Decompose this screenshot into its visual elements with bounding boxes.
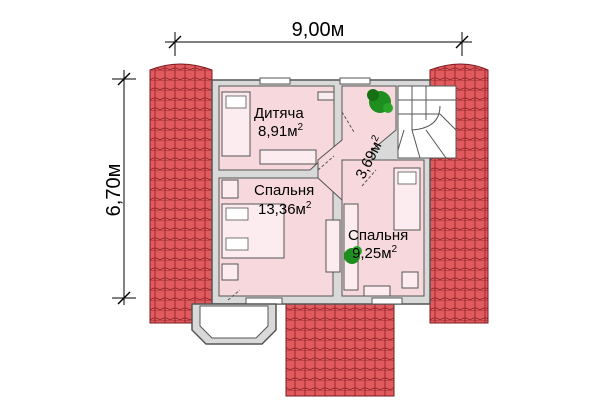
door-swing-hall (341, 111, 355, 133)
room-name-nursery: Дитяча (254, 105, 304, 122)
staircase (397, 85, 457, 159)
plant-hall-leaf (367, 89, 379, 101)
table-right (363, 285, 391, 297)
room-area-nursery: 8,91м2 (258, 122, 304, 140)
pillow-single (397, 171, 417, 185)
room-area-bedroom-main-value: 13,36м (258, 201, 306, 218)
room-name-bedroom-right: Спальня (348, 227, 408, 244)
width-label: 9,00м (292, 19, 345, 41)
door-swing-nursery (317, 155, 335, 171)
window-top-right (339, 77, 371, 85)
pillow-double-2 (225, 237, 249, 251)
dimension-width (165, 32, 472, 56)
room-area-bedroom-right-sup: 2 (392, 244, 398, 255)
pillow-nursery (225, 95, 247, 109)
pillow-double-1 (225, 207, 249, 221)
room-area-nursery-value: 8,91м (258, 123, 298, 140)
room-area-bedroom-right: 9,25м2 (352, 244, 398, 262)
room-area-nursery-sup: 2 (298, 122, 304, 133)
nightstand-main (221, 263, 239, 281)
shelf-nursery (317, 91, 335, 101)
stair-rail (411, 105, 441, 131)
desk-nursery (259, 149, 317, 165)
roof-left (149, 63, 213, 324)
window-top-left (259, 77, 291, 85)
door-swing-bedroom (227, 289, 241, 301)
room-name-bedroom-main: Спальня (254, 182, 314, 199)
room-area-bedroom-main-sup: 2 (306, 200, 312, 211)
stair-treads (397, 86, 457, 159)
door-swing-right (361, 169, 377, 187)
room-area-bedroom-main: 13,36м2 (258, 200, 312, 218)
nightstand-right (401, 271, 419, 289)
bay-balcony-inner (199, 305, 269, 339)
window-bottom (245, 297, 283, 305)
roof-bottom (285, 303, 395, 397)
room-area-bedroom-right-value: 9,25м (352, 245, 392, 262)
wardrobe-right (325, 219, 341, 273)
plant-bedroom-leaf (352, 246, 362, 256)
room-area-hall-sup: 2 (369, 133, 382, 143)
wardrobe-main (221, 179, 239, 199)
plant-hall-leaf2 (383, 103, 393, 113)
height-label: 6,70м (103, 164, 125, 217)
window-bottom-right (371, 297, 403, 305)
dimension-height (112, 70, 136, 305)
